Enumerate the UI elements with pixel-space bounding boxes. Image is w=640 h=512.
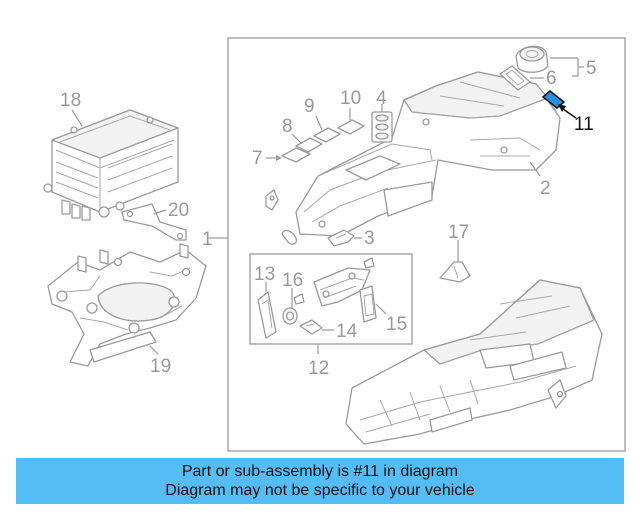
callout-18: 18	[60, 90, 81, 111]
info-banner: Part or sub-assembly is #11 in diagram D…	[16, 458, 624, 504]
sub-assembly-12-frame	[249, 253, 413, 345]
callout-17: 17	[448, 222, 469, 243]
callout-2: 2	[540, 178, 551, 199]
part-3-clamp[interactable]	[327, 229, 355, 247]
relay-block[interactable]	[313, 257, 375, 307]
callout-11: 11	[574, 114, 594, 135]
callout-3: 3	[364, 228, 375, 249]
part-18-controller-box[interactable]	[43, 109, 179, 221]
part-2-battery-cover[interactable]	[295, 71, 561, 237]
clip[interactable]	[265, 189, 279, 211]
bracket-5-6	[572, 58, 584, 77]
part-5-fan[interactable]	[515, 45, 549, 73]
callout-6: 6	[546, 68, 557, 89]
part-10-pad[interactable]	[337, 119, 365, 135]
callout-13: 13	[254, 264, 275, 285]
part-7-pad[interactable]	[281, 147, 311, 163]
part-4-insulator[interactable]	[371, 111, 393, 143]
callout-7: 7	[252, 148, 263, 169]
callout-10: 10	[340, 88, 361, 109]
part-19-mounting-frame[interactable]	[47, 243, 207, 367]
callout-9: 9	[304, 96, 315, 117]
leader-2	[529, 161, 541, 177]
callout-16: 16	[282, 270, 303, 291]
part-9-pad[interactable]	[313, 127, 341, 143]
callout-8: 8	[282, 116, 293, 137]
callout-15: 15	[386, 314, 407, 335]
part-13-cover[interactable]	[257, 291, 277, 339]
part-17-bracket[interactable]	[439, 261, 471, 283]
callout-5: 5	[586, 58, 597, 79]
part-6-seal[interactable]	[499, 65, 531, 91]
arrow-11	[558, 104, 566, 112]
part-15-plate[interactable]	[359, 285, 377, 323]
banner-line-1: Part or sub-assembly is #11 in diagram	[181, 463, 459, 480]
leader-19	[149, 345, 159, 355]
leader-15	[375, 303, 387, 315]
part-20-bracket[interactable]	[121, 203, 187, 241]
assembly-frame	[227, 37, 626, 452]
leader-18	[71, 109, 83, 127]
part-14-connector[interactable]	[299, 319, 323, 335]
callout-20: 20	[168, 200, 189, 221]
callout-19: 19	[150, 356, 171, 377]
parts-diagram: 18 20 19	[43, 37, 626, 452]
part-8-pad[interactable]	[295, 137, 323, 153]
callout-4: 4	[376, 88, 387, 109]
leader-20	[153, 209, 167, 215]
callout-1: 1	[202, 229, 213, 250]
arrow-7	[276, 155, 282, 161]
battery-tray[interactable]	[345, 279, 603, 445]
callout-14: 14	[336, 321, 358, 342]
part-16-fuse[interactable]	[282, 293, 305, 325]
part-11-gasket[interactable]	[541, 90, 566, 109]
leader-9	[315, 115, 323, 131]
callout-12: 12	[308, 358, 329, 379]
banner-line-2: Diagram may not be specific to your vehi…	[165, 482, 475, 499]
o-ring[interactable]	[281, 229, 298, 245]
leader-8	[291, 133, 303, 145]
